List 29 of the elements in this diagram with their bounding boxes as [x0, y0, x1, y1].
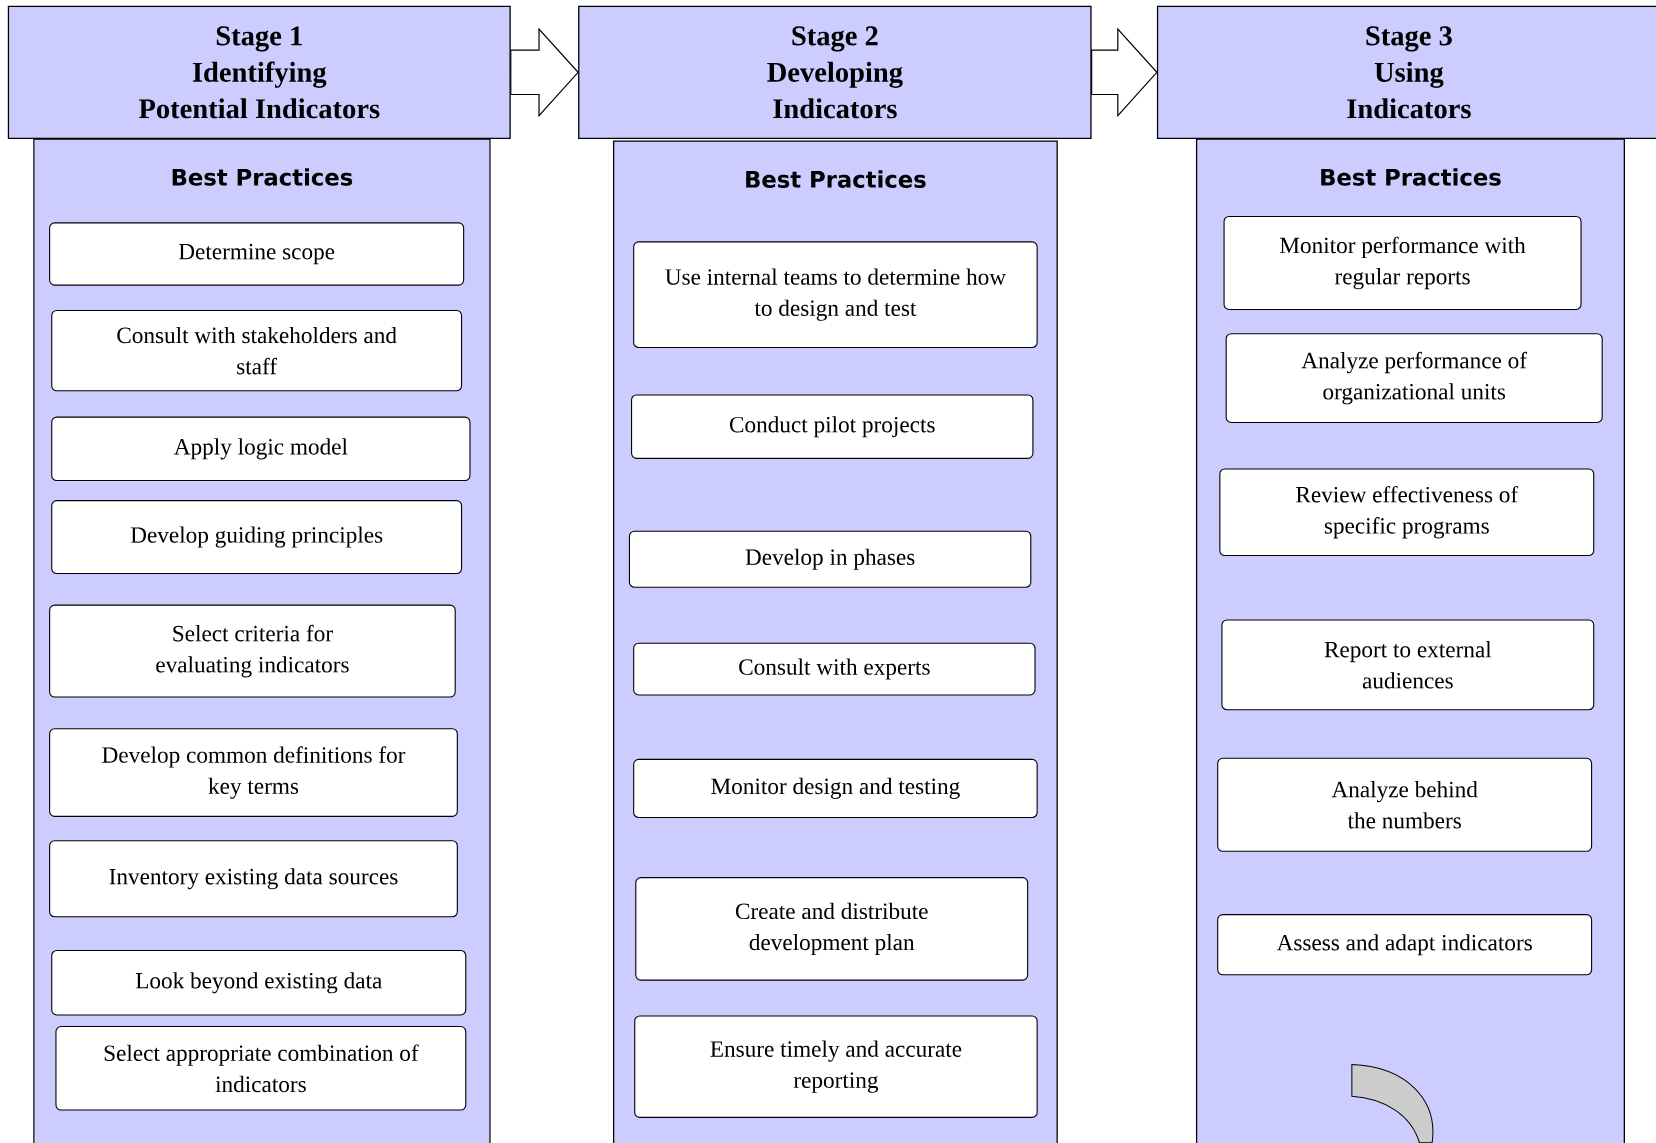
practice-box: Monitor performance with regular reports	[1223, 215, 1582, 310]
block-arrow	[1091, 27, 1158, 118]
practice-box: Develop guiding principles	[51, 500, 463, 575]
node-label: Best Practices	[172, 168, 353, 186]
practice-box: Select appropriate combination of indicators	[55, 1026, 467, 1111]
practice-box: Develop common definitions for key terms	[49, 728, 458, 817]
practice-box: Consult with stakeholders and staff	[51, 309, 463, 392]
practice-box: Conduct pilot projects	[631, 394, 1034, 459]
practice-box: Analyze performance of organizational units	[1225, 333, 1603, 423]
block-arrow	[510, 27, 579, 118]
practice-box: Apply logic model	[51, 416, 471, 482]
practice-box: Determine scope	[49, 222, 465, 286]
practice-box: Consult with experts	[633, 642, 1036, 696]
stage-header: Stage 2 Developing Indicators	[578, 5, 1092, 139]
practice-box: Assess and adapt indicators	[1217, 914, 1593, 976]
practice-box: Use internal teams to determine how to design and test	[633, 241, 1038, 349]
practice-box: Report to external audiences	[1221, 619, 1595, 711]
stage-header: Stage 1 Identifying Potential Indicators	[7, 5, 511, 139]
practice-box: Monitor design and testing	[633, 758, 1038, 818]
practice-box: Ensure timely and accurate reporting	[634, 1015, 1038, 1118]
stage-header: Stage 3 Using Indicators	[1156, 5, 1656, 139]
practice-box: Review effectiveness of specific programs	[1219, 468, 1595, 557]
practice-box: Look beyond existing data	[51, 949, 467, 1016]
node-label: Best Practices	[1321, 168, 1501, 186]
practice-box: Create and distribute development plan	[635, 877, 1029, 981]
practice-box: Inventory existing data sources	[49, 840, 458, 918]
practice-box: Select criteria for evaluating indicators	[49, 604, 456, 698]
practice-box: Analyze behind the numbers	[1217, 757, 1593, 852]
practice-box: Develop in phases	[628, 530, 1032, 588]
